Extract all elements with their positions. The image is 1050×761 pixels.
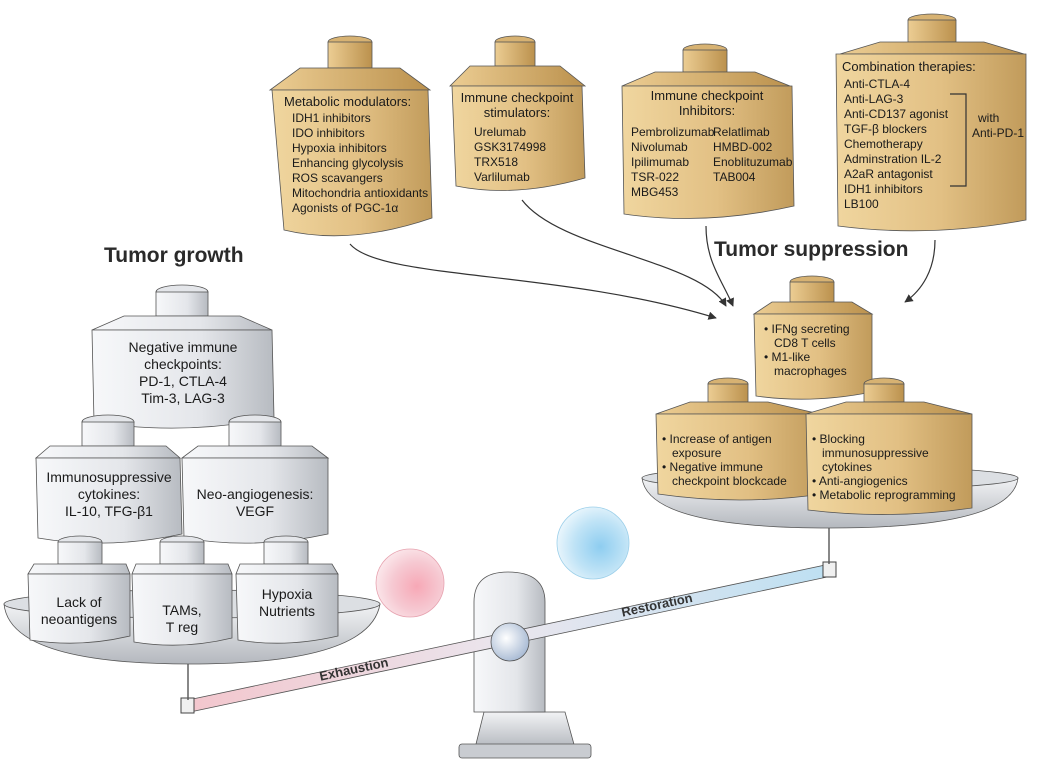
exhaustion-ball [375, 548, 445, 618]
weight-negative-checkpoints [91, 284, 275, 429]
suppression-top-text: IFNg secreting CD8 T cells M1-like macro… [764, 322, 868, 378]
inhibitors-item: Ipilimumab [631, 155, 690, 169]
weight-metabolic-modulators [268, 35, 433, 237]
checkpoints-line: Negative immune [128, 339, 238, 355]
metabolic-item: Enhancing glycolysis [292, 156, 404, 170]
hypoxia-line: Hypoxia [261, 586, 313, 602]
metabolic-item: Agonists of PGC-1α [292, 201, 399, 215]
tams-line: TAMs, [162, 602, 202, 618]
checkpoints-line: PD-1, CTLA-4 [139, 373, 227, 389]
hypoxia-line: Nutrients [258, 603, 316, 619]
checkpoints-line: Tim-3, LAG-3 [141, 390, 225, 406]
stimulators-title-1: Immune checkpoint [460, 90, 574, 105]
metabolic-title: Metabolic modulators: [284, 94, 412, 109]
combination-anti-pd1: Anti-PD-1 [972, 126, 1025, 140]
suppression-left-text: Increase of antigen exposure Negative im… [662, 432, 816, 488]
arrow-stimulators [521, 199, 727, 307]
combination-item: Anti-CTLA-4 [844, 77, 911, 91]
inhibitors-title-1: Immune checkpoint [650, 88, 764, 103]
combination-item: Adminstration IL-2 [844, 152, 942, 166]
balance-beam [180, 561, 837, 714]
inhibitors-item: Relatlimab [713, 125, 770, 139]
angio-line: Neo-angiogenesis: [196, 486, 314, 502]
metabolic-item: IDO inhibitors [292, 126, 365, 140]
tumor-suppression-heading: Tumor suppression [714, 238, 909, 261]
weight-hypoxia-nutrients [235, 535, 339, 644]
stimulators-title-2: stimulators: [483, 105, 551, 120]
weight-tams-treg [131, 535, 233, 646]
combination-item: TGF-β blockers [844, 122, 927, 136]
arrows [349, 199, 936, 320]
weight-combination-therapies [835, 13, 1027, 232]
combination-item: IDH1 inhibitors [844, 182, 923, 196]
inhibitors-item: Enoblituzumab [713, 155, 793, 169]
inhibitors-item: HMBD-002 [713, 140, 773, 154]
weight-checkpoint-stimulators [449, 35, 587, 191]
cytokines-line: cytokines: [77, 486, 141, 502]
suppression-right-item: Blocking immunosuppressive cytokines [812, 432, 970, 474]
stimulators-item: TRX518 [474, 155, 519, 169]
suppression-right-item: Anti-angiogenics [812, 474, 970, 488]
combination-item: Anti-LAG-3 [844, 92, 904, 106]
checkpoints-line: checkpoints: [144, 356, 222, 372]
combination-title: Combination therapies: [842, 59, 976, 74]
inhibitors-item: Pembrolizumab [631, 125, 715, 139]
suppression-top-item: IFNg secreting CD8 T cells [764, 322, 868, 350]
angio-line: VEGF [235, 503, 275, 519]
suppression-top-item: M1-like macrophages [764, 350, 868, 378]
combination-item: Chemotherapy [844, 137, 923, 151]
metabolic-item: IDH1 inhibitors [292, 111, 371, 125]
arrow-inhibitors [705, 225, 734, 307]
stimulators-item: GSK3174998 [474, 140, 547, 154]
neoantigens-line: Lack of [56, 594, 102, 610]
suppression-right-item: Metabolic reprogramming [812, 488, 970, 502]
restoration-ball [556, 506, 630, 580]
inhibitors-item: MBG453 [631, 185, 679, 199]
arrow-metabolic [349, 243, 717, 320]
weight-immunosuppressive-cytokines [34, 414, 183, 544]
combination-item: LB100 [844, 197, 879, 211]
tams-line: T reg [165, 619, 199, 635]
combination-item: A2aR antagonist [844, 167, 933, 181]
suppression-right-text: Blocking immunosuppressive cytokines Ant… [812, 432, 970, 502]
weight-checkpoint-inhibitors [621, 43, 795, 219]
metabolic-item: ROS scavangers [292, 171, 383, 185]
tumor-growth-heading: Tumor growth [104, 244, 244, 267]
cytokines-line: IL-10, TFG-β1 [65, 503, 153, 519]
inhibitors-item: Nivolumab [631, 140, 688, 154]
inhibitors-title-2: Inhibitors: [678, 103, 736, 118]
suppression-left-item: Negative immune checkpoint blockcade [662, 460, 816, 488]
weight-neo-angiogenesis [180, 414, 330, 544]
neoantigens-line: neoantigens [40, 611, 118, 627]
metabolic-item: Hypoxia inhibitors [292, 141, 387, 155]
stimulators-item: Urelumab [474, 125, 527, 139]
weight-lack-neoantigens [27, 535, 131, 644]
inhibitors-item: TSR-022 [631, 170, 680, 184]
suppression-left-item: Increase of antigen exposure [662, 432, 816, 460]
cytokines-line: Immunosuppressive [46, 469, 172, 485]
arrow-combination [904, 239, 936, 303]
inhibitors-item: TAB004 [713, 170, 756, 184]
metabolic-item: Mitochondria antioxidants [292, 186, 429, 200]
combination-with: with [978, 111, 1000, 125]
stimulators-item: Varlilumab [474, 170, 530, 184]
balance-stand [458, 571, 592, 759]
combination-item: Anti-CD137 agonist [844, 107, 949, 121]
